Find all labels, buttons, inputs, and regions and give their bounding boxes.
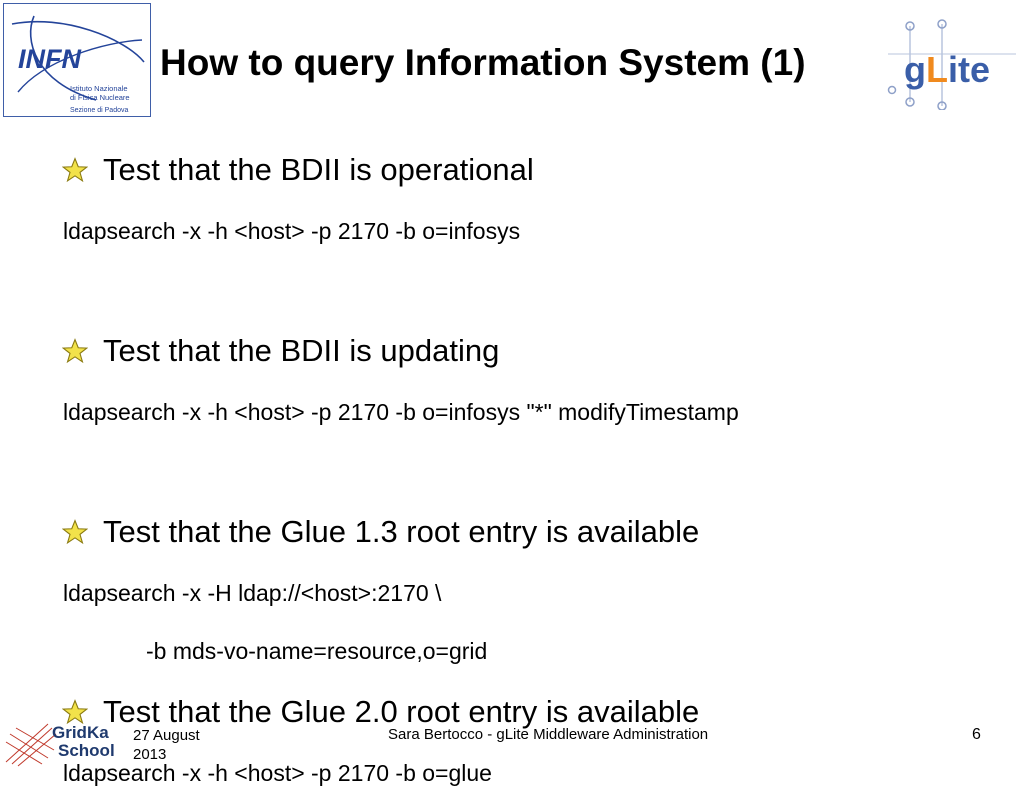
bullet-item: Test that the Glue 1.3 root entry is ava… — [62, 512, 699, 552]
star-bullet-icon — [62, 338, 88, 364]
page-title: How to query Information System (1) — [160, 42, 806, 83]
bullet-item: Test that the BDII is operational — [62, 150, 534, 190]
bullet-text: Test that the BDII is operational — [103, 152, 534, 187]
footer-date: 27 August 2013 — [133, 727, 200, 763]
command-line: ldapsearch -x -H ldap://<host>:2170 \ — [63, 580, 442, 606]
glite-logo: gLite — [880, 18, 1020, 111]
bullet-text: Test that the Glue 2.0 root entry is ava… — [103, 694, 700, 729]
bullet-item: Test that the Glue 2.0 root entry is ava… — [62, 692, 699, 732]
command-line: -b mds-vo-name=resource,o=grid — [146, 638, 488, 664]
bullet-text: Test that the BDII is updating — [103, 333, 500, 368]
star-bullet-icon — [62, 519, 88, 545]
infn-logo: INFN Istituto Nazionale di Fisica Nuclea… — [3, 3, 151, 117]
gridka-school-logo: GridKa School — [2, 718, 128, 768]
infn-logo-text: INFN — [18, 44, 81, 74]
star-bullet-icon — [62, 699, 88, 725]
svg-text:GridKa: GridKa — [52, 723, 109, 742]
svg-text:School: School — [58, 741, 115, 760]
bullet-text: Test that the Glue 1.3 root entry is ava… — [103, 514, 700, 549]
glite-logo-text: gLite — [904, 49, 990, 90]
svg-text:di Fisica Nucleare: di Fisica Nucleare — [70, 93, 130, 102]
star-bullet-icon — [62, 157, 88, 183]
bullet-item: Test that the BDII is updating — [62, 331, 499, 371]
footer-author: Sara Bertocco - gLite Middleware Adminis… — [388, 726, 709, 743]
command-line: ldapsearch -x -h <host> -p 2170 -b o=inf… — [63, 218, 521, 244]
svg-text:Istituto Nazionale: Istituto Nazionale — [70, 84, 128, 93]
svg-text:Sezione di Padova: Sezione di Padova — [70, 107, 128, 114]
page-number: 6 — [972, 726, 981, 743]
command-line: ldapsearch -x -h <host> -p 2170 -b o=inf… — [63, 399, 739, 425]
